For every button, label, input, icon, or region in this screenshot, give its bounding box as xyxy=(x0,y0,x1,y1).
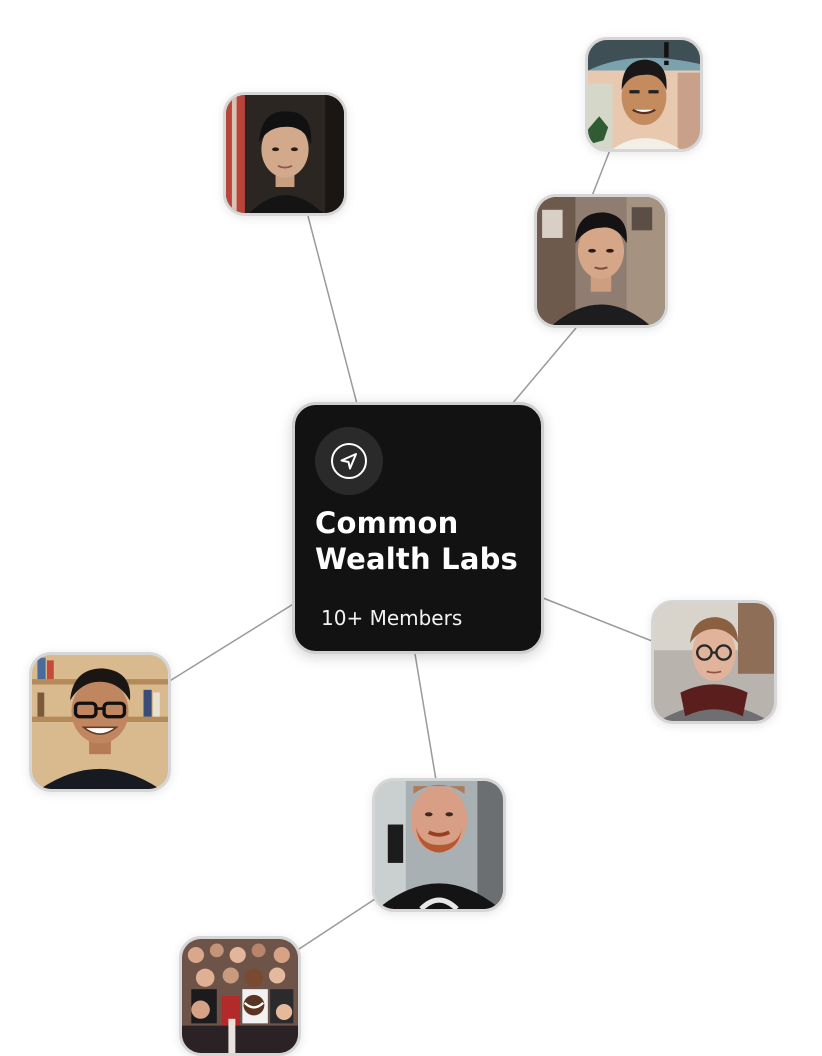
person-photo-icon xyxy=(654,603,774,721)
member-avatar-2[interactable] xyxy=(585,37,703,152)
member-avatar-3[interactable] xyxy=(534,194,668,328)
person-photo-icon xyxy=(32,655,168,789)
person-photo-icon xyxy=(537,197,665,325)
member-avatar-7[interactable] xyxy=(179,936,301,1056)
person-photo-icon xyxy=(375,781,503,909)
navigation-arrow-icon xyxy=(331,443,367,479)
member-avatar-6[interactable] xyxy=(372,778,506,912)
connector-line xyxy=(295,896,379,952)
connector-line xyxy=(591,149,611,197)
connector-line xyxy=(307,215,358,405)
connector-line xyxy=(414,653,437,781)
person-illustration-icon xyxy=(588,40,700,149)
member-avatar-4[interactable] xyxy=(651,600,777,724)
connector-line xyxy=(167,602,296,683)
member-avatar-1[interactable] xyxy=(223,92,347,216)
organization-name-line-1: Common xyxy=(315,506,459,540)
member-count: 10+ Members xyxy=(321,606,463,630)
connector-line xyxy=(542,597,653,642)
crowd-photo-icon xyxy=(182,939,298,1053)
member-avatar-5[interactable] xyxy=(29,652,171,792)
person-photo-icon xyxy=(226,95,344,213)
organization-name-line-2: Wealth Labs xyxy=(315,542,519,576)
connector-line xyxy=(511,327,577,405)
organization-icon-badge xyxy=(315,427,383,495)
organization-card[interactable]: Common Wealth Labs 10+ Members xyxy=(292,402,544,654)
organization-name: Common Wealth Labs xyxy=(315,505,535,577)
